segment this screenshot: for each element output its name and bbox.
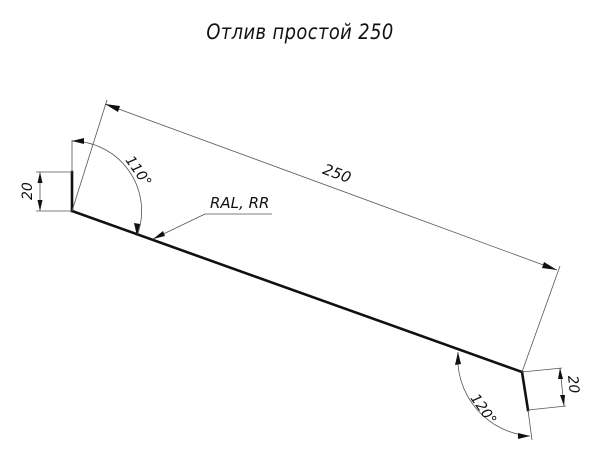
right-flange-label: 20 xyxy=(564,375,582,394)
coating-callout: RAL, RR xyxy=(152,194,272,240)
left-angle-dimension: 110° xyxy=(71,138,154,237)
profile-outline xyxy=(70,170,530,412)
right-flange-dimension: 20 xyxy=(521,367,582,411)
left-angle-label: 110° xyxy=(122,153,154,190)
length-dimension-label: 250 xyxy=(320,160,353,187)
right-angle-label: 120° xyxy=(467,391,499,428)
coating-label: RAL, RR xyxy=(210,194,269,212)
left-flange-dimension: 20 xyxy=(20,171,72,212)
drawing-title: Отлив простой 250 xyxy=(206,20,394,44)
left-flange-label: 20 xyxy=(20,182,36,200)
right-angle-dimension: 120° xyxy=(455,351,533,441)
